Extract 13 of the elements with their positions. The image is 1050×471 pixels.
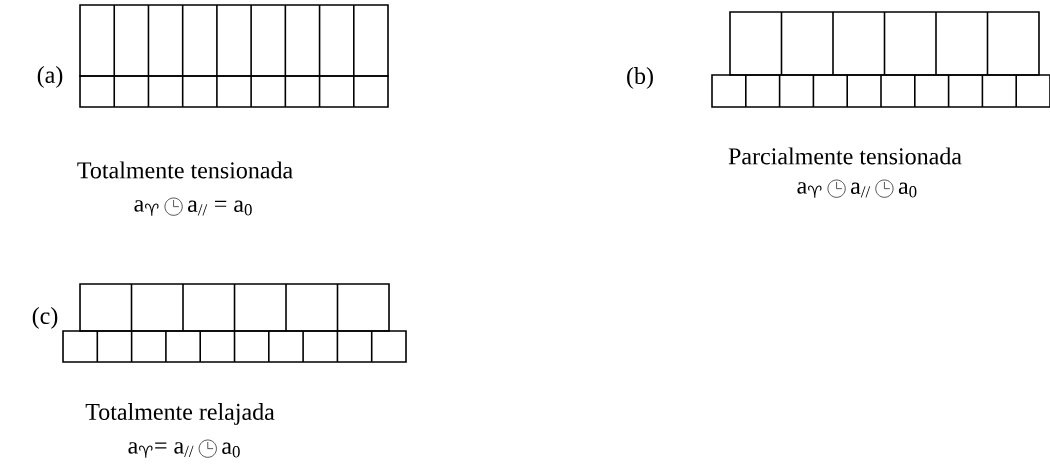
formula: a$_{//}$ = a$_{0}$ <box>188 200 252 216</box>
caption: Totalmente relajada <box>85 403 275 425</box>
caption: Parcialmente tensionada <box>728 147 962 165</box>
panel-label: (a) <box>37 66 63 88</box>
formula: a$_{♈}$ <box>134 200 159 216</box>
formula: a$_{♈}$ <box>797 182 822 198</box>
panel-label: (c) <box>32 307 58 329</box>
formula: a$_{0}$ <box>898 182 917 198</box>
panel-label: (b) <box>627 67 653 89</box>
caption: Totalmente tensionada <box>77 161 293 179</box>
formula: a$_{♈}$= a$_{//}$ <box>128 442 194 458</box>
formula: a$_{0}$ <box>222 442 240 458</box>
formula: a$_{//}$ <box>851 182 871 198</box>
